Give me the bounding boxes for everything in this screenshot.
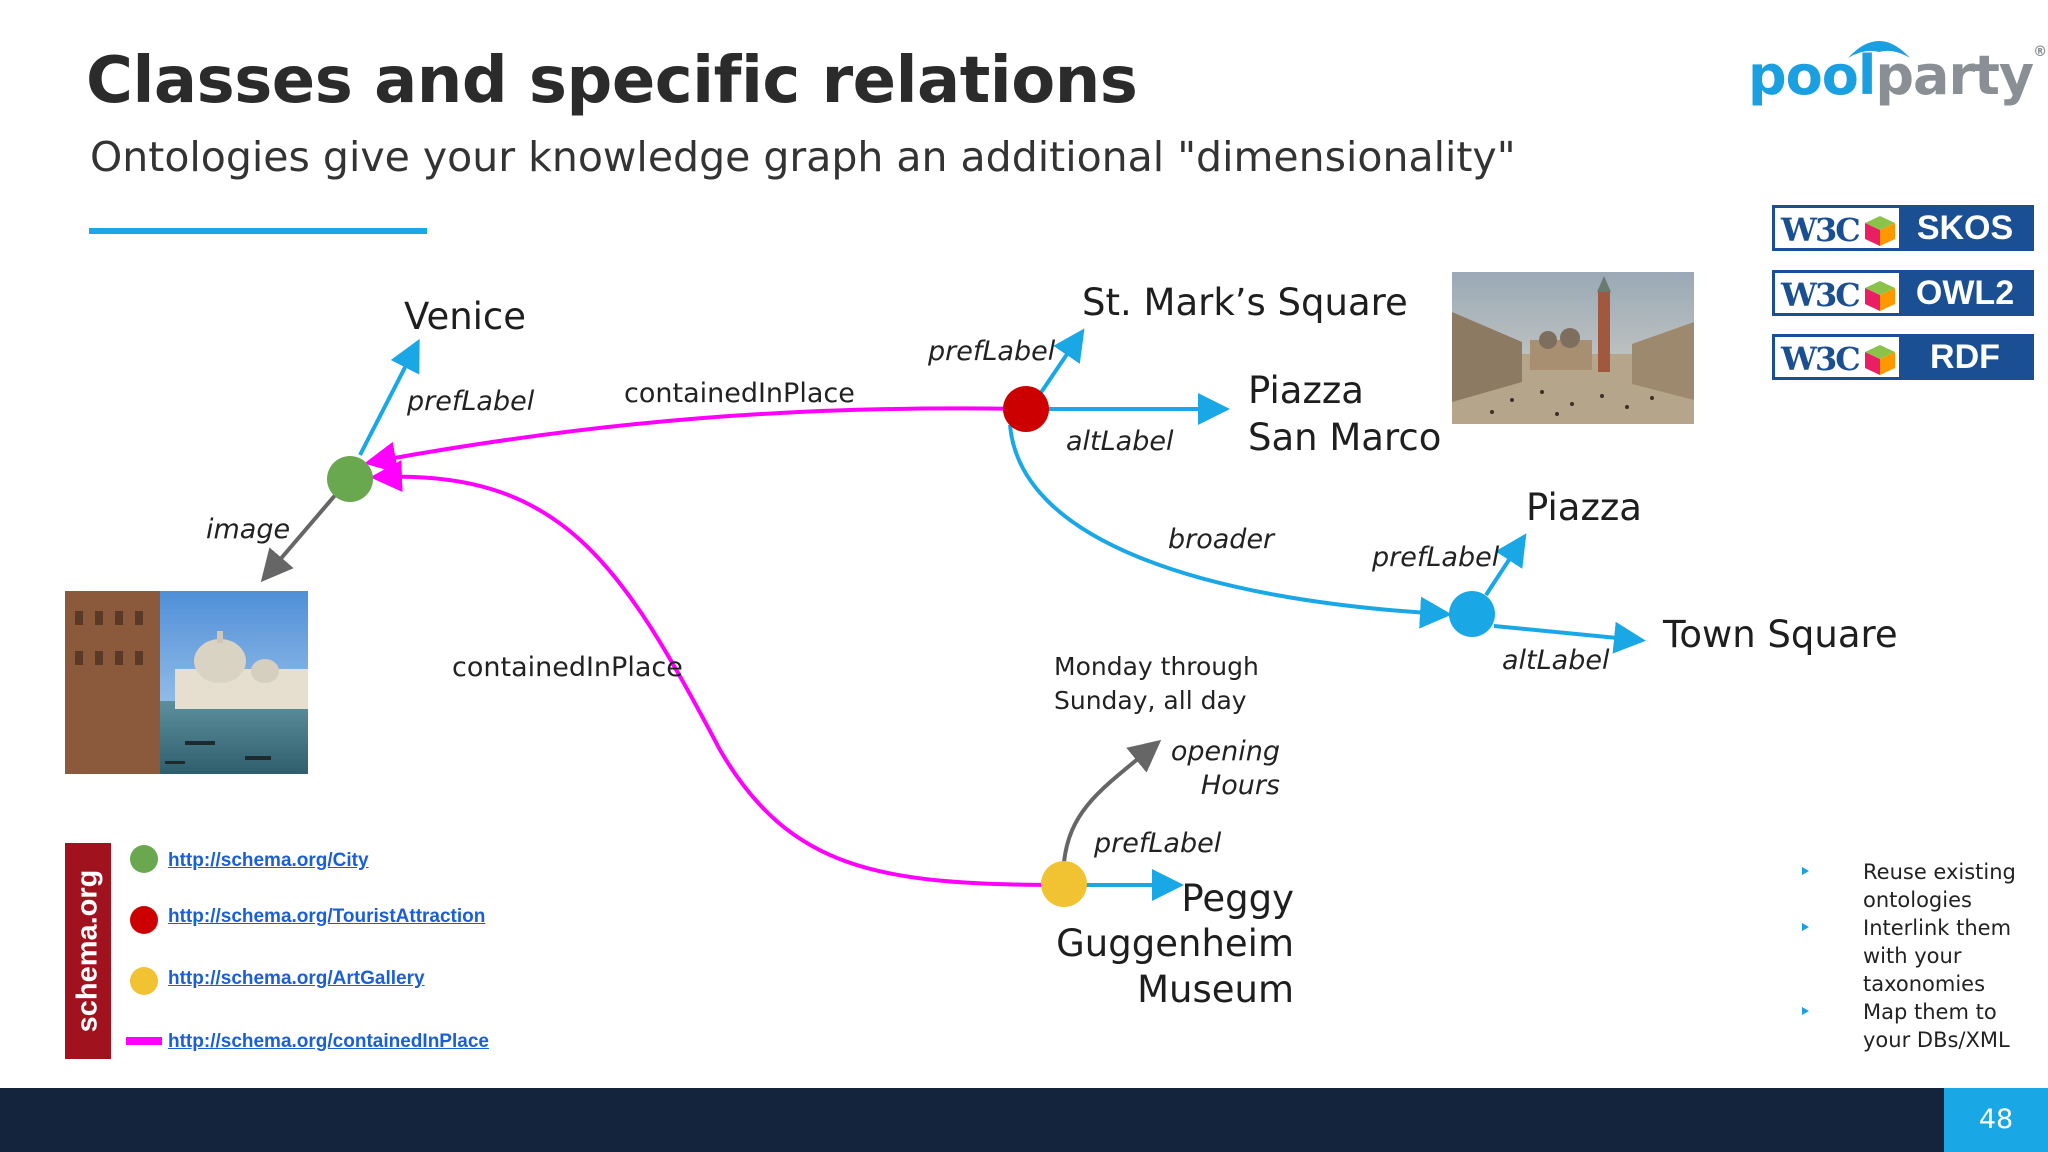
w3c-mark: W3C [1781,276,1861,314]
edge-label-opening-line2: Hours [1200,770,1280,801]
bullet-item: Interlink them with your taxonomies [1800,914,2040,998]
bullet-list: Reuse existing ontologies Interlink them… [1800,858,2040,1054]
edge-label-venice-preflabel: prefLabel [407,386,535,417]
legend-art-gallery-dot [130,967,158,995]
edge-contained-in-place-top [364,406,1027,474]
badge-name: OWL2 [1899,273,2031,313]
page-number: 48 [1944,1088,2048,1152]
label-town-square: Town Square [1663,613,1898,656]
w3c-mark: W3C [1781,211,1861,249]
title-underline [89,228,427,234]
w3c-mark: W3C [1781,340,1861,378]
umbrella-icon [1848,41,1910,58]
w3c-rdf-badge: W3C RDF [1772,334,2034,380]
legend-contained-in-place-line [126,1037,162,1045]
node-peggy-art-gallery [1041,861,1087,907]
label-hours-line2: Sunday, all day [1054,686,1247,715]
edge-label-image: image [206,514,291,545]
edge-label-stmarks-preflabel: prefLabel [928,336,1056,367]
logo-part-party: party [1875,44,2034,107]
edge-label-piazza-altlabel: altLabel [1502,645,1610,676]
edge-image [260,491,339,583]
edge-label-piazza-preflabel: prefLabel [1372,542,1500,573]
legend-link-contained-in-place[interactable]: http://schema.org/containedInPlace [168,1031,489,1052]
label-peggy-line1: Peggy [1181,877,1294,920]
schema-org-label: schema.org [65,843,111,1059]
edge-contained-in-place-bottom [370,460,1063,887]
edge-piazza-altlabel [1493,621,1646,654]
node-st-marks-tourist-attraction [1003,386,1049,432]
venice-photo [65,591,308,774]
edge-venice-preflabel [358,338,420,456]
label-hours-line1: Monday through [1054,652,1259,681]
legend-tourist-attraction-dot [130,906,158,934]
cube-icon [1865,345,1895,375]
edge-piazza-preflabel [1484,533,1527,597]
slide-title: Classes and specific relations [86,44,1138,118]
label-piazza-san-marco-line2: San Marco [1248,416,1442,459]
cube-icon [1865,281,1895,311]
w3c-owl2-badge: W3C OWL2 [1772,270,2034,316]
legend-link-art-gallery[interactable]: http://schema.org/ArtGallery [168,968,425,989]
edge-label-opening-line1: opening [1170,736,1280,767]
edge-opening-hours [1062,739,1162,863]
edge-label-contained-bottom: containedInPlace [452,652,683,683]
cube-icon [1865,216,1895,246]
edge-label-peggy-preflabel: prefLabel [1094,828,1222,859]
badge-name: SKOS [1899,208,2031,248]
schema-org-text: schema.org [71,869,104,1033]
node-venice-city [327,456,373,502]
edge-stmarks-preflabel [1038,328,1085,396]
edge-label-contained-top: containedInPlace [624,378,855,409]
logo-part-pool: pool [1748,44,1876,107]
logo-registered: ® [2033,44,2047,60]
label-st-marks-square: St. Mark’s Square [1082,281,1408,324]
badge-name: RDF [1899,337,2031,377]
w3c-skos-badge: W3C SKOS [1772,205,2034,251]
label-peggy-line3: Museum [1137,968,1294,1011]
st-marks-square-painting [1452,272,1694,424]
footer-bar [0,1088,2048,1152]
edge-label-broader: broader [1168,524,1275,555]
label-piazza-san-marco-line1: Piazza [1248,369,1364,412]
node-piazza-concept [1449,591,1495,637]
poolparty-logo: poolparty® [1748,32,2047,112]
legend-link-tourist-attraction[interactable]: http://schema.org/TouristAttraction [168,906,486,927]
bullet-item: Reuse existing ontologies [1800,858,2040,914]
label-venice: Venice [404,295,527,338]
bullet-item: Map them to your DBs/XML [1800,998,2040,1054]
edge-label-stmarks-altlabel: altLabel [1066,426,1174,457]
legend-city-dot [130,845,158,873]
slide-subtitle: Ontologies give your knowledge graph an … [90,133,1516,181]
label-piazza: Piazza [1526,486,1642,529]
label-peggy-line2: Guggenheim [1056,922,1294,965]
edge-broader [1008,424,1452,629]
legend-link-city[interactable]: http://schema.org/City [168,850,369,871]
